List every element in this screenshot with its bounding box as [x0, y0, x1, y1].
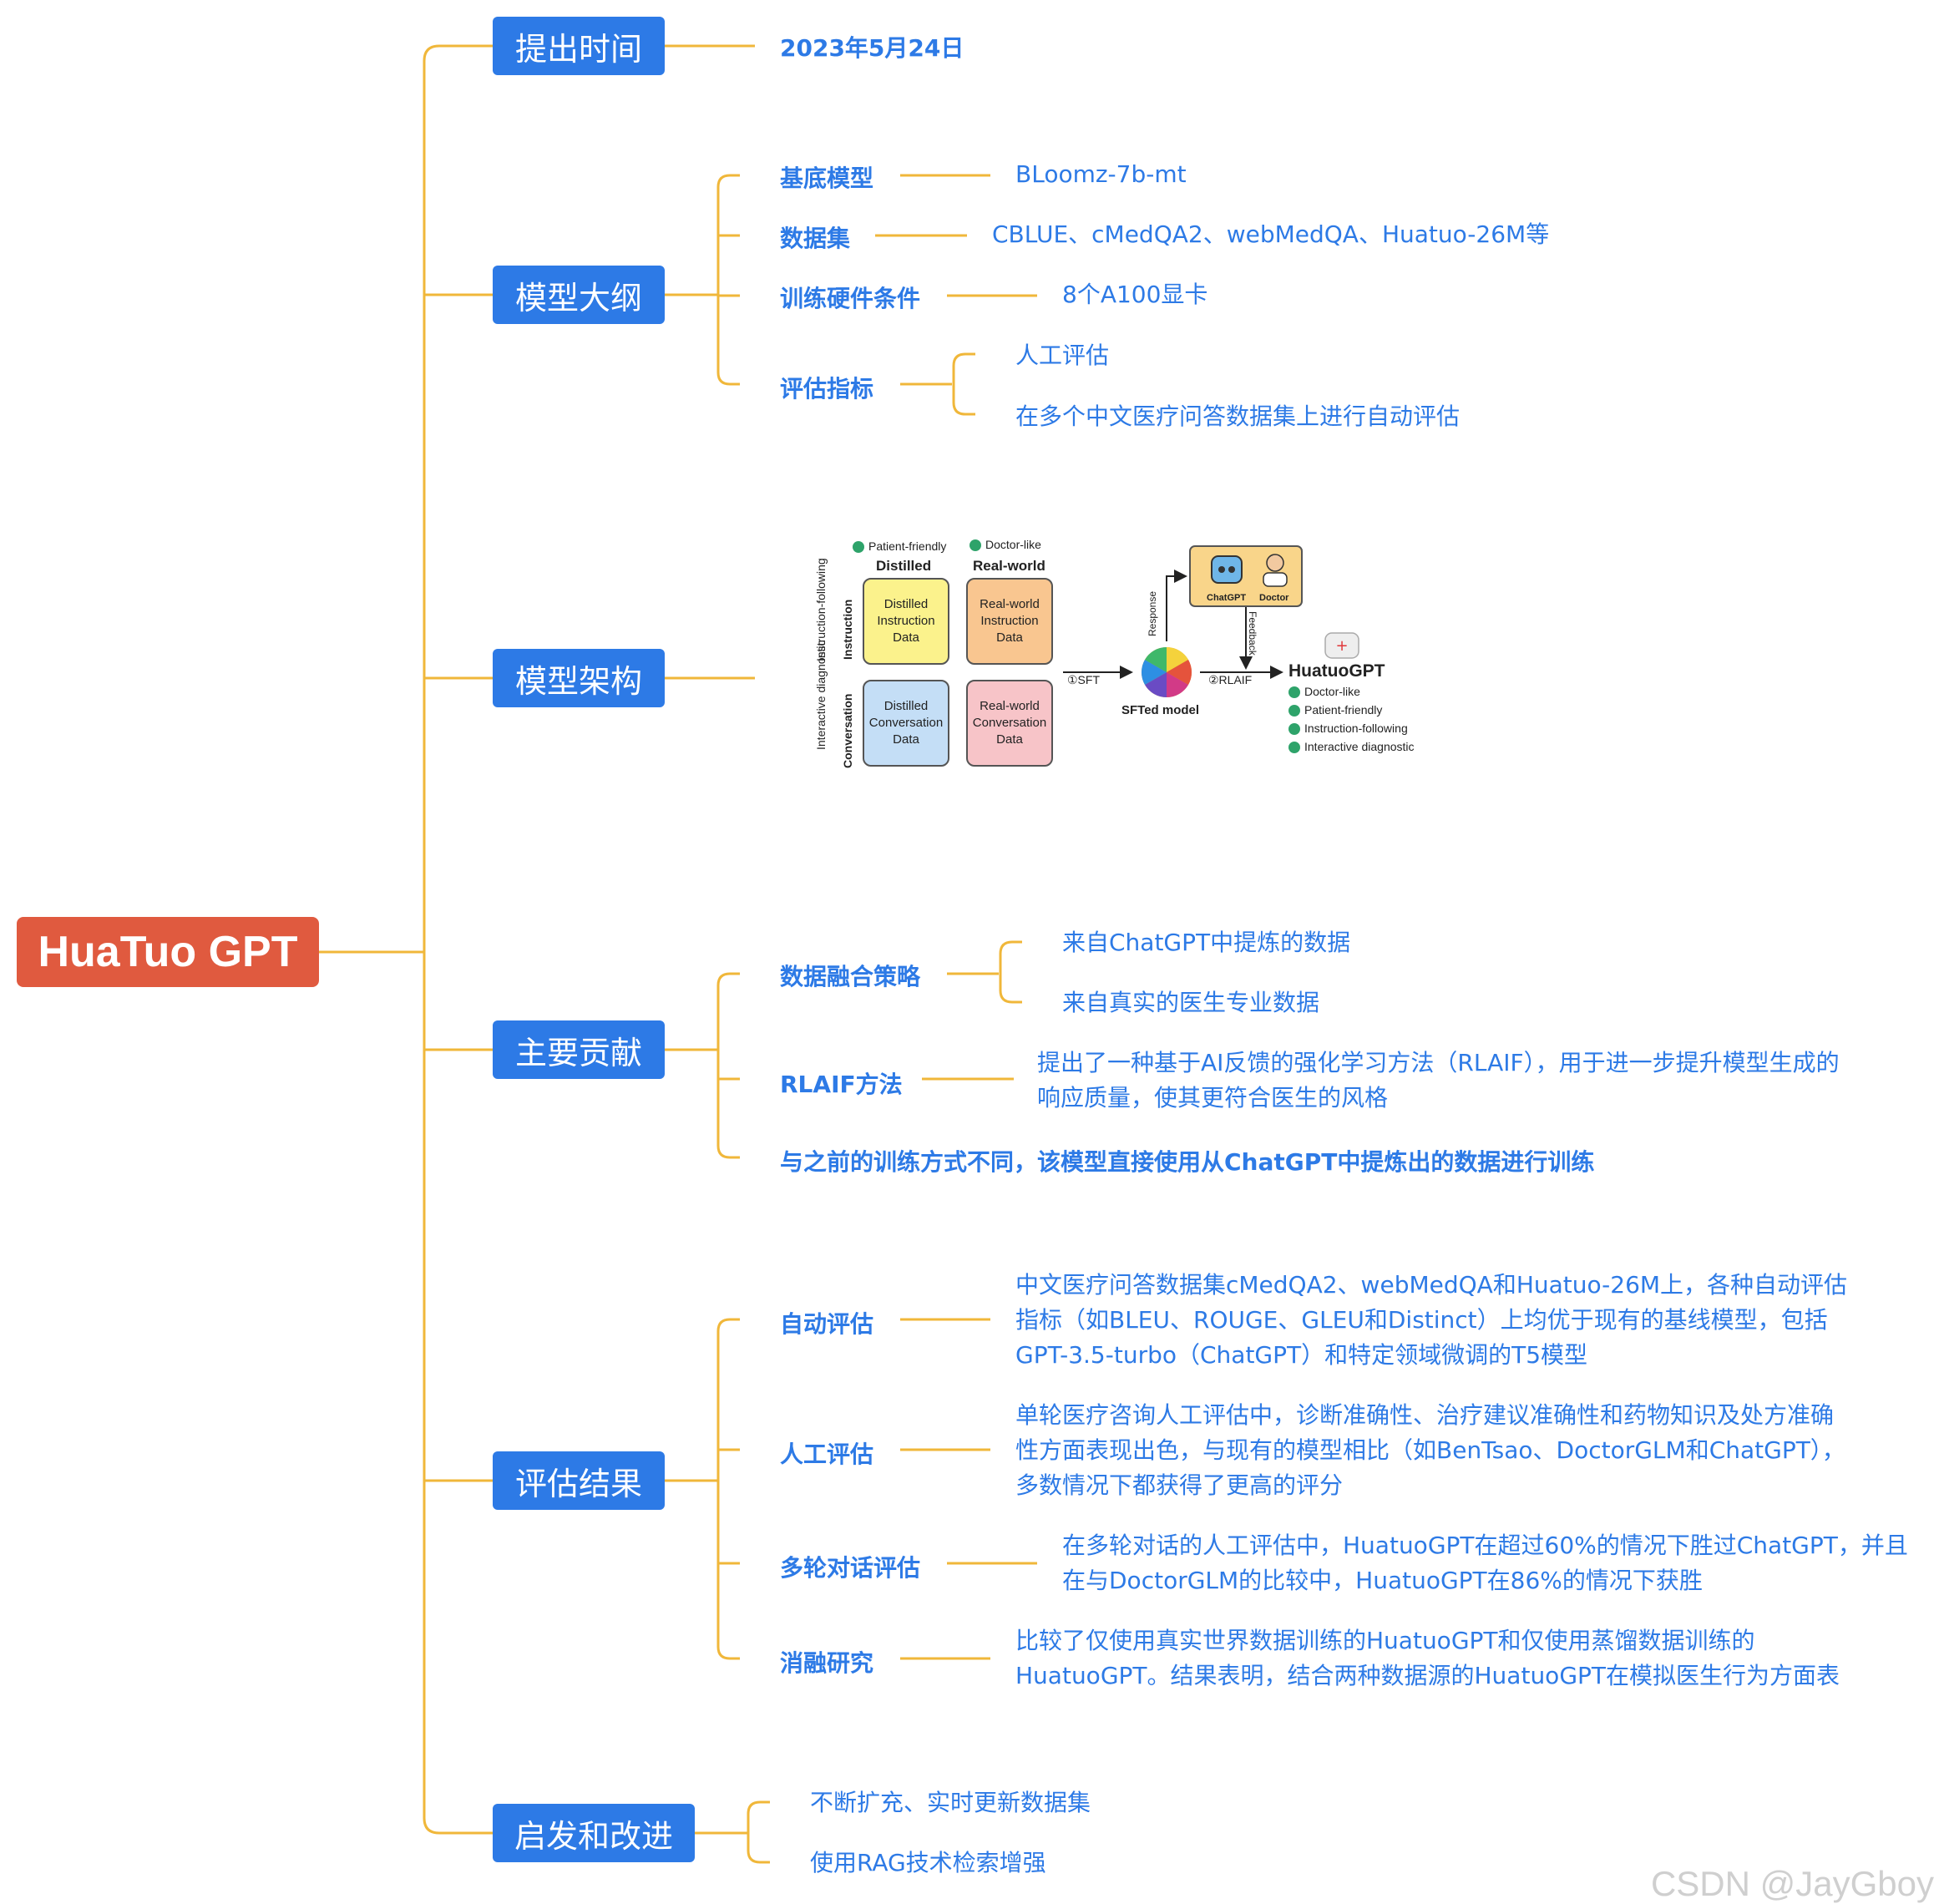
response-label: Response	[1147, 590, 1158, 636]
check-icon	[1288, 723, 1300, 736]
real-world-instruction-box: Real-world Instruction Data	[966, 578, 1053, 665]
multi-turn-eval-label[interactable]: 多轮对话评估	[780, 1554, 921, 1582]
architecture-figure: + Patient-friendly Doctor-like Distilled…	[806, 534, 1440, 777]
base-model-value: BLoomz-7b-mt	[1015, 160, 1187, 188]
category-improvement[interactable]: 启发和改进	[493, 1804, 695, 1862]
conversation-row-label: Conversation	[841, 693, 854, 768]
sfted-model-label: SFTed model	[1121, 703, 1200, 717]
instruction-row-label: Instruction	[841, 599, 854, 660]
dataset-label[interactable]: 数据集	[780, 225, 851, 252]
category-architecture[interactable]: 模型架构	[493, 649, 665, 707]
check-icon	[1288, 686, 1300, 699]
human-eval-description: 单轮医疗咨询人工评估中，诊断准确性、治疗建议准确性和药物知识及处方准确性方面表现…	[1015, 1401, 1845, 1499]
metrics-item: 人工评估	[1015, 342, 1110, 369]
connector-line	[716, 1318, 740, 1660]
chatgpt-label: ChatGPT	[1207, 593, 1247, 603]
auto-eval-description: 中文医疗问答数据集cMedQA2、webMedQA和Huatuo-26M上，各种…	[1015, 1271, 1848, 1369]
doctor-like-tag: Doctor-like	[970, 538, 1041, 552]
real-world-conversation-box: Real-world Conversation Data	[966, 680, 1053, 767]
rlaif-label: ②RLAIF	[1208, 673, 1253, 686]
root-node[interactable]: HuaTuo GPT	[17, 917, 319, 987]
hardware-value: 8个A100显卡	[1062, 281, 1208, 308]
trait-item: Instruction-following	[1288, 722, 1408, 736]
architecture-arrows: +	[1063, 545, 1359, 697]
doctor-label: Doctor	[1259, 593, 1289, 603]
check-icon	[970, 539, 981, 552]
watermark: CSDN @JayGboy	[1650, 1864, 1934, 1903]
distilled-heading: Distilled	[876, 558, 932, 574]
data-fusion-label[interactable]: 数据融合策略	[780, 963, 921, 990]
connector-line	[423, 44, 446, 1835]
distilled-instruction-box: Distilled Instruction Data	[863, 578, 949, 665]
data-fusion-item: 来自ChatGPT中提炼的数据	[1062, 929, 1351, 956]
distilled-conversation-box: Distilled Conversation Data	[863, 680, 949, 767]
category-model-outline[interactable]: 模型大纲	[493, 266, 665, 324]
connector-line	[999, 940, 1022, 1004]
improvement-item: 使用RAG技术检索增强	[810, 1849, 1046, 1876]
check-icon	[853, 541, 864, 554]
human-eval-label[interactable]: 人工评估	[780, 1441, 874, 1468]
category-evaluation[interactable]: 评估结果	[493, 1451, 665, 1510]
huatuogpt-label: HuatuoGPT	[1288, 661, 1385, 681]
svg-text:+: +	[1335, 637, 1348, 655]
ablation-label[interactable]: 消融研究	[780, 1649, 874, 1677]
sft-label: ①SFT	[1067, 673, 1100, 686]
trait-item: Interactive diagnostic	[1288, 740, 1415, 754]
patient-friendly-tag: Patient-friendly	[853, 539, 946, 554]
auto-eval-label[interactable]: 自动评估	[780, 1310, 874, 1338]
connector-line	[747, 1800, 770, 1864]
rlaif-method-label[interactable]: RLAIF方法	[780, 1071, 903, 1098]
metrics-item: 在多个中文医疗问答数据集上进行自动评估	[1015, 403, 1461, 430]
data-fusion-item: 来自真实的医生专业数据	[1062, 989, 1320, 1016]
direct-training-note[interactable]: 与之前的训练方式不同，该模型直接使用从ChatGPT中提炼出的数据进行训练	[780, 1148, 1595, 1176]
category-contributions[interactable]: 主要贡献	[493, 1020, 665, 1079]
category-proposed-time[interactable]: 提出时间	[493, 17, 665, 75]
feedback-label: Feedback	[1247, 611, 1258, 656]
check-icon	[1288, 742, 1300, 754]
trait-item: Patient-friendly	[1288, 703, 1382, 717]
metrics-label[interactable]: 评估指标	[780, 375, 874, 403]
hardware-label[interactable]: 训练硬件条件	[780, 285, 921, 312]
rlaif-description: 提出了一种基于AI反馈的强化学习方法（RLAIF），用于进一步提升模型生成的响应…	[1037, 1049, 1840, 1112]
multi-turn-eval-description: 在多轮对话的人工评估中，HuatuoGPT在超过60%的情况下胜过ChatGPT…	[1062, 1532, 1908, 1594]
dataset-value: CBLUE、cMedQA2、webMedQA、Huatuo-26M等	[992, 220, 1550, 248]
improvement-item: 不断扩充、实时更新数据集	[810, 1789, 1091, 1816]
base-model-label[interactable]: 基底模型	[780, 165, 874, 192]
check-icon	[1288, 705, 1300, 717]
trait-item: Doctor-like	[1288, 685, 1360, 699]
interactive-diagnostic-label: Interactive diagnostic	[814, 640, 828, 750]
proposed-date: 2023年5月24日	[780, 34, 964, 62]
connector-line	[952, 352, 975, 416]
real-world-heading: Real-world	[973, 558, 1045, 574]
connector-line	[716, 972, 740, 1159]
connector-line	[716, 174, 740, 386]
